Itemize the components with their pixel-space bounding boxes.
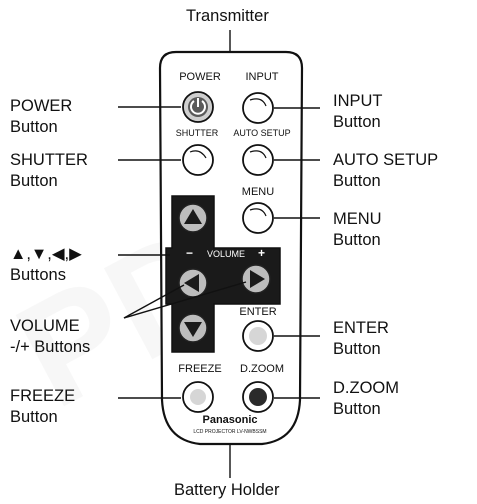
remote-label-auto-setup: AUTO SETUP <box>233 128 290 138</box>
volume-plus-icon: + <box>258 246 265 260</box>
power-icon <box>190 98 206 115</box>
volume-buttons-label: VOLUME-/+ Buttons <box>10 317 91 356</box>
remote-fine-print: LCD PROJECTOR LV-NWBSSM <box>193 429 266 435</box>
right-arrow-button[interactable] <box>241 264 271 294</box>
remote-label-d-zoom: D.ZOOM <box>240 363 284 375</box>
arrow-buttons-label: ▲,▼,◀,▶Buttons <box>10 245 82 284</box>
leader-volume-plus <box>123 281 247 319</box>
transmitter-label: Transmitter <box>186 7 269 25</box>
freeze-button[interactable] <box>182 381 214 413</box>
leader-volume-minus <box>123 284 185 319</box>
d-zoom-button[interactable] <box>242 381 274 413</box>
direction-pad <box>165 195 281 353</box>
right-arrow-icon <box>250 270 265 288</box>
volume-strip: − VOLUME + <box>186 246 265 260</box>
volume-minus-icon: − <box>186 246 193 260</box>
up-arrow-button[interactable] <box>178 203 208 233</box>
shutter-button[interactable] <box>182 144 214 176</box>
down-arrow-icon <box>184 322 202 337</box>
leader-lines <box>118 30 320 478</box>
remote-label-input: INPUT <box>246 71 279 83</box>
menu-button[interactable] <box>242 202 274 234</box>
remote-label-enter: ENTER <box>239 306 276 318</box>
remote-label-freeze: FREEZE <box>178 363 221 375</box>
up-arrow-icon <box>184 209 202 224</box>
left-arrow-icon <box>184 274 199 292</box>
remote-label-power: POWER <box>179 71 221 83</box>
left-arrow-button[interactable] <box>178 268 208 298</box>
battery-holder-label: Battery Holder <box>174 481 280 499</box>
input-button[interactable] <box>242 92 274 124</box>
power-button[interactable] <box>182 91 214 123</box>
remote-label-volume: VOLUME <box>207 249 245 259</box>
remote-label-menu: MENU <box>242 186 274 198</box>
brand-logo: Panasonic <box>202 414 257 426</box>
auto-setup-button[interactable] <box>242 144 274 176</box>
enter-button[interactable] <box>242 320 274 352</box>
down-arrow-button[interactable] <box>178 313 208 343</box>
remote-label-shutter: SHUTTER <box>176 128 219 138</box>
